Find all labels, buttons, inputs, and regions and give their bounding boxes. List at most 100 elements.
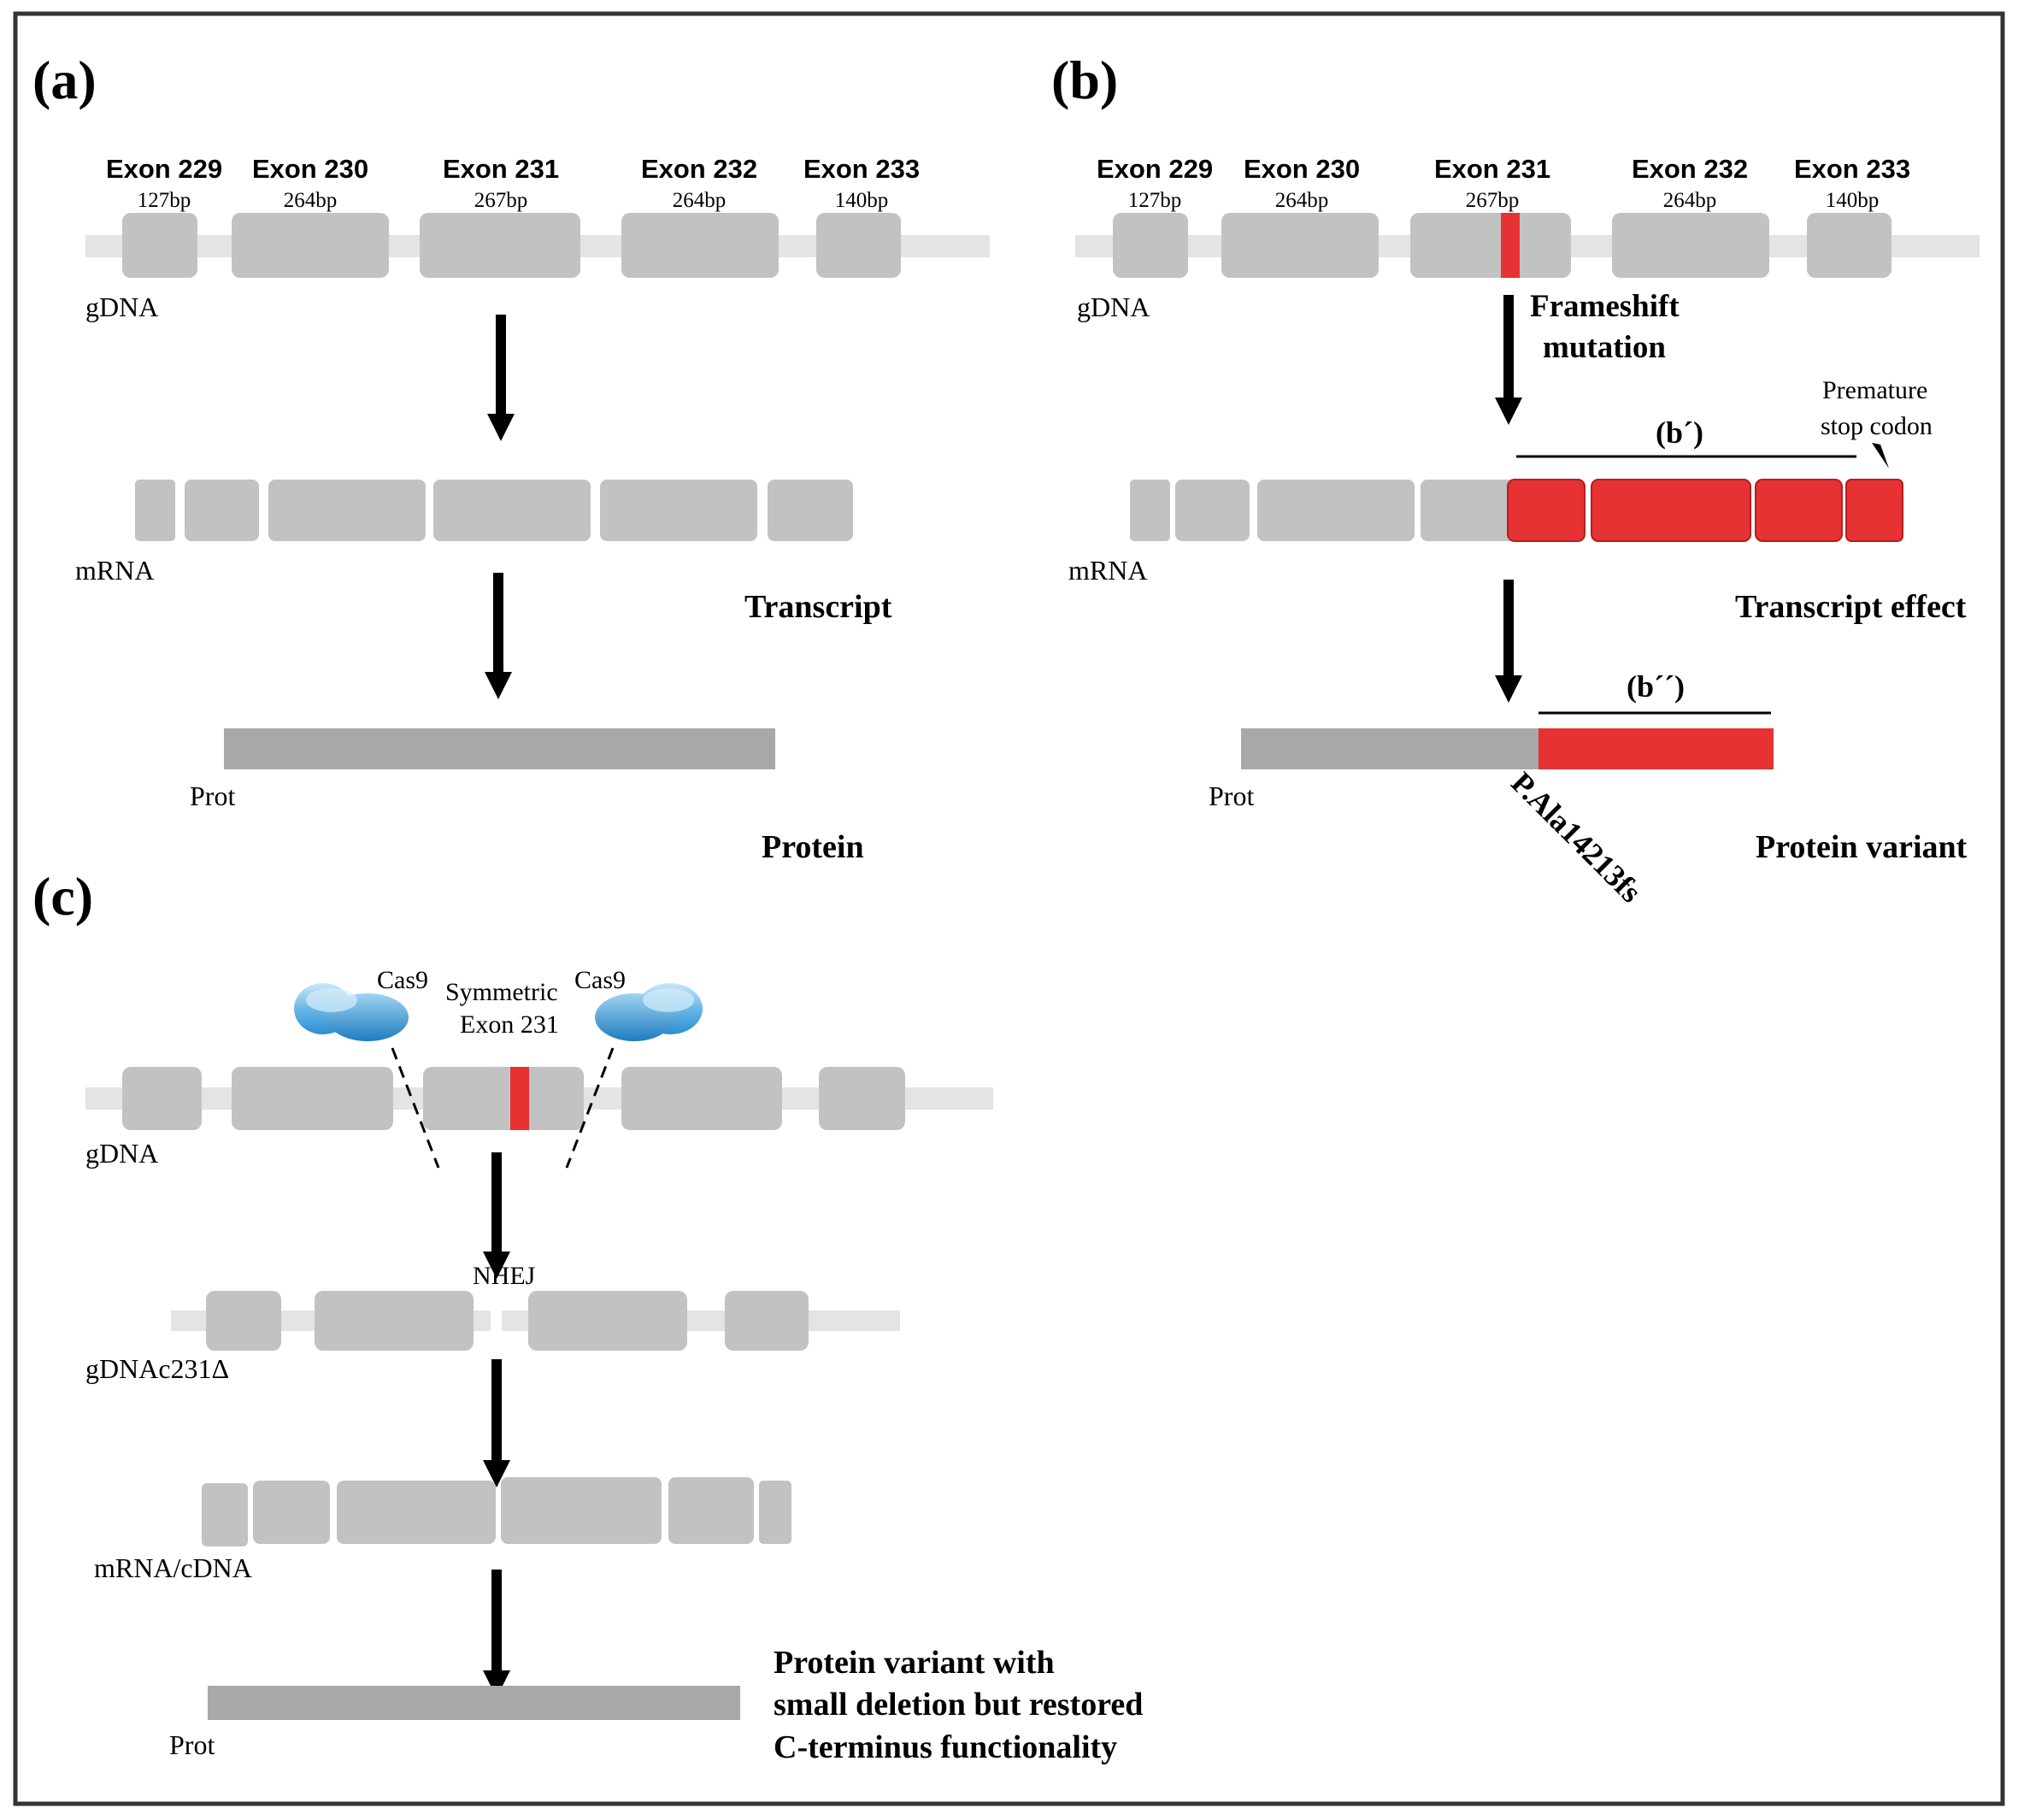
arrow-down-icon (487, 315, 515, 441)
mrna-segment (337, 1481, 496, 1544)
prot-label: Prot (190, 780, 235, 811)
cas9-left-label: Cas9 (377, 966, 428, 994)
cas9-right-label: Cas9 (574, 966, 626, 994)
exon-233-title: Exon 233 (803, 154, 920, 184)
gdna-deleted-exon (528, 1291, 687, 1351)
result-line1: Protein variant with (774, 1645, 1055, 1681)
mrna-segment (1130, 480, 1170, 541)
gdna-exon (122, 1067, 202, 1130)
prot-label: Prot (169, 1729, 215, 1760)
gdna-exon-232 (621, 213, 779, 278)
arrow-down-icon (483, 1152, 510, 1279)
gdna-label: gDNA (85, 1138, 158, 1169)
exon-232-title: Exon 232 (641, 154, 757, 184)
exon-231-title: Exon 231 (1434, 154, 1550, 184)
frameshift-line1: Frameshift (1530, 289, 1680, 324)
mrna-frameshift-segment (1845, 479, 1903, 542)
premature-line2: stop codon (1821, 412, 1933, 440)
protein-variant-label: Protein variant (1756, 829, 1968, 865)
protein-label: Protein (762, 829, 864, 865)
panel-c-label: (c) (32, 866, 93, 927)
gdna-label: gDNA (1077, 292, 1150, 322)
gdna-exon-229 (1113, 213, 1188, 278)
premature-line1: Premature (1822, 376, 1927, 404)
gdna-exon-231 (420, 213, 580, 278)
exon-232-size: 264bp (1663, 189, 1717, 212)
mrna-frameshift-segment (1507, 479, 1586, 542)
exon-232-title: Exon 232 (1632, 154, 1748, 184)
result-line3: C-terminus functionality (774, 1729, 1117, 1765)
exon-231-size: 267bp (474, 189, 528, 212)
panel-b: (b) Exon 229 127bp Exon 230 264bp Exon 2… (1051, 50, 1980, 909)
transcript-effect-label: Transcript effect (1735, 589, 1967, 625)
stop-codon-pointer (1872, 443, 1889, 468)
protein-bar (1241, 728, 1539, 769)
mrna-segment (600, 480, 757, 541)
exon-229-size: 127bp (1128, 189, 1182, 212)
exon-231-size: 267bp (1466, 189, 1520, 212)
gdna-exon-229 (122, 213, 197, 278)
arrow-down-icon (1495, 580, 1522, 703)
mrna-track (1130, 479, 1903, 542)
exon-230-size: 264bp (1275, 189, 1329, 212)
gdna-deleted-exon (206, 1291, 281, 1351)
panel-a-exon-headers: Exon 229 127bp Exon 230 264bp Exon 231 2… (106, 154, 920, 212)
mrna-track (135, 480, 853, 541)
mrna-segment (135, 480, 175, 541)
exon-233-size: 140bp (835, 189, 889, 212)
gdna-exon-231 (423, 1067, 584, 1130)
cas9-right-icon (595, 983, 703, 1041)
mrna-label: mRNA (75, 555, 154, 586)
mrna-cdna-label: mRNA/cDNA (94, 1552, 252, 1583)
mrna-frameshift-segment (1755, 479, 1843, 542)
gdna-exon-230 (232, 213, 389, 278)
mrna-segment (433, 480, 591, 541)
panel-a: (a) Exon 229 127bp Exon 230 264bp Exon 2… (32, 50, 990, 865)
mrna-segment (759, 1481, 791, 1544)
mrna-label: mRNA (1068, 555, 1147, 586)
mrna-segment (185, 480, 259, 541)
exon-233-size: 140bp (1826, 189, 1880, 212)
exon-231-title: Exon 231 (443, 154, 559, 184)
mutation-site (1501, 213, 1520, 278)
mrna-segment (1257, 480, 1415, 541)
symmetric-line2: Exon 231 (460, 1010, 559, 1039)
mrna-segment (253, 1481, 330, 1544)
result-line2: small deletion but restored (774, 1687, 1143, 1723)
gdna-deleted-exon (315, 1291, 474, 1351)
prot-label: Prot (1209, 780, 1254, 811)
arrow-down-icon (1495, 295, 1522, 425)
exon-229-size: 127bp (138, 189, 191, 212)
variant-code-label: P.Ala14213fs (1504, 765, 1648, 909)
panel-a-label: (a) (32, 50, 97, 110)
mrna-segment (768, 480, 853, 541)
exon-232-size: 264bp (673, 189, 727, 212)
symmetric-line1: Symmetric (445, 978, 558, 1006)
mrna-segment (1421, 480, 1516, 541)
figure-border (13, 11, 2005, 1806)
gdna-exon (621, 1067, 782, 1130)
gdna-deleted-exon (725, 1291, 809, 1351)
gdna-exon (232, 1067, 393, 1130)
cut-line-left (391, 1047, 440, 1169)
mutation-site (510, 1067, 529, 1130)
gdna-exon-231 (1410, 213, 1571, 278)
b-double-prime-label: (b´´) (1627, 669, 1685, 704)
cut-line-right (565, 1047, 615, 1169)
mrna-segment (501, 1477, 662, 1544)
mrna-segment (202, 1483, 248, 1546)
mrna-segment (1175, 480, 1250, 541)
arrow-down-icon (485, 573, 512, 699)
mrna-cdna-track (202, 1477, 791, 1546)
protein-variant-segment (1539, 728, 1774, 769)
arrow-down-icon (483, 1570, 510, 1698)
panel-c: (c) Cas9 Cas9 Symmetric Exon 231 gDNA (32, 866, 1143, 1765)
exon-229-title: Exon 229 (1097, 154, 1213, 184)
transcript-label: Transcript (744, 589, 892, 625)
exon-233-title: Exon 233 (1794, 154, 1910, 184)
exon-230-size: 264bp (284, 189, 338, 212)
cas9-left-icon (294, 983, 409, 1041)
exon-229-title: Exon 229 (106, 154, 222, 184)
gdna-exon-232 (1612, 213, 1769, 278)
